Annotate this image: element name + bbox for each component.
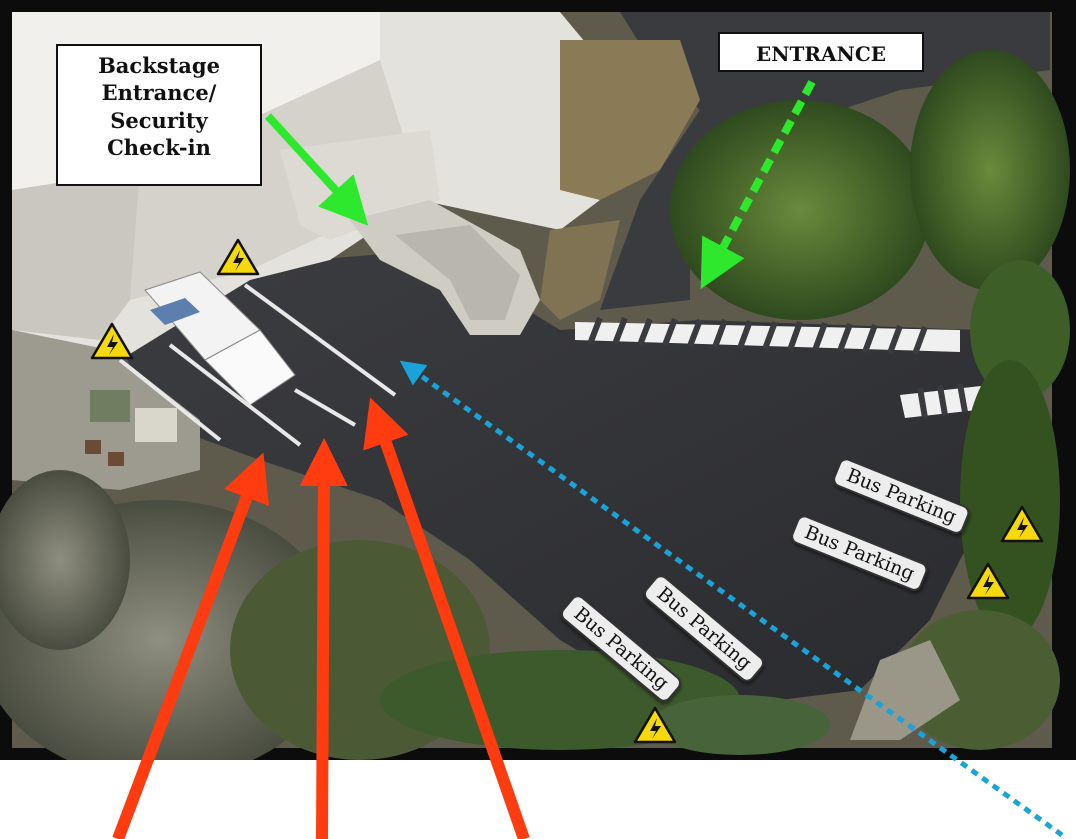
electrical-hazard-icon: [216, 238, 260, 276]
electrical-hazard-icon: [966, 562, 1010, 600]
backstage-label-line-1: Backstage: [98, 53, 220, 78]
parking-arrow-left: [112, 452, 270, 839]
bus-route-path: [399, 360, 1064, 838]
backstage-label-line-2: Entrance/: [101, 80, 217, 106]
electrical-hazard-icon: [1000, 505, 1044, 543]
parking-arrow-right: [363, 397, 530, 839]
entrance-label: ENTRANCE: [718, 32, 924, 72]
backstage-label-line-3: Security: [110, 107, 208, 133]
electrical-hazard-icon: [633, 706, 677, 744]
electrical-hazard-icon: [90, 322, 134, 360]
backstage-arrow: [265, 113, 369, 226]
box-truck: [144, 271, 296, 406]
backstage-entrance-label: Backstage Entrance/ Security Check-in: [56, 44, 262, 186]
parking-arrow-middle: [299, 438, 348, 839]
backstage-label-line-4: Check-in: [107, 134, 211, 160]
parking-lot: [120, 250, 1010, 700]
entrance-arrow: [700, 80, 816, 290]
